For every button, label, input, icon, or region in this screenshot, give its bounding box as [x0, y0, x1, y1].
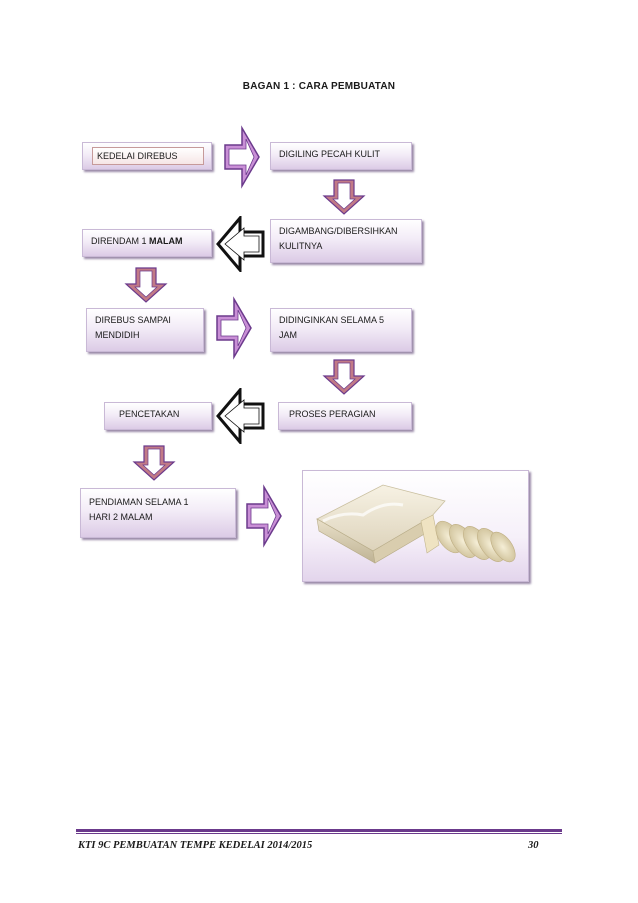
- step-pencetakan: PENCETAKAN: [104, 402, 212, 430]
- step-proses-peragian-label: PROSES PERAGIAN: [289, 409, 376, 419]
- arrow-down-icon: [322, 179, 366, 215]
- step-digambang: DIGAMBANG/DIBERSIHKAN KULITNYA: [270, 219, 422, 263]
- arrow-right-icon: [224, 125, 260, 189]
- step-kedelai-direbus: KEDELAI DIREBUS: [82, 142, 212, 170]
- step-didinginkan-line1: DIDINGINKAN SELAMA 5: [279, 315, 385, 325]
- step-pendiaman-line2: HARI 2 MALAM: [89, 512, 153, 522]
- arrow-right-icon: [246, 484, 282, 548]
- footer-document-title: KTI 9C PEMBUATAN TEMPE KEDELAI 2014/2015: [78, 840, 313, 851]
- step-direndam-label: DIRENDAM 1: [91, 236, 150, 246]
- arrow-down-icon: [322, 359, 366, 395]
- step-didinginkan-line2: JAM: [279, 330, 297, 340]
- arrow-left-icon: [216, 216, 265, 272]
- arrow-left-icon: [216, 388, 265, 444]
- footer-rule-thin: [76, 833, 562, 834]
- arrow-down-icon: [124, 267, 168, 303]
- arrow-right-icon: [216, 296, 252, 360]
- tempe-image: [316, 484, 516, 564]
- arrow-down-icon: [132, 445, 176, 481]
- step-proses-peragian: PROSES PERAGIAN: [278, 402, 412, 430]
- step-direbus-line1: DIREBUS SAMPAI: [95, 315, 171, 325]
- diagram-title: BAGAN 1 : CARA PEMBUATAN: [242, 81, 396, 92]
- step-direndam: DIRENDAM 1 MALAM: [82, 229, 212, 257]
- step-digambang-line1: DIGAMBANG/DIBERSIHKAN: [279, 226, 398, 236]
- step-direbus-line2: MENDIDIH: [95, 330, 140, 340]
- step-pendiaman: PENDIAMAN SELAMA 1 HARI 2 MALAM: [80, 488, 236, 538]
- step-direbus-sampai-mendidih: DIREBUS SAMPAI MENDIDIH: [86, 308, 204, 352]
- page-number: 30: [528, 840, 539, 851]
- step-pendiaman-line1: PENDIAMAN SELAMA 1: [89, 497, 189, 507]
- footer-rule-thick: [76, 829, 562, 832]
- step-didinginkan: DIDINGINKAN SELAMA 5 JAM: [270, 308, 412, 352]
- step-digambang-line2: KULITNYA: [279, 241, 323, 251]
- step-digiling-pecah-kulit: DIGILING PECAH KULIT: [270, 142, 412, 170]
- step-digiling-pecah-kulit-label: DIGILING PECAH KULIT: [279, 149, 381, 159]
- step-pencetakan-label: PENCETAKAN: [119, 409, 180, 419]
- tempe-photo-frame: [302, 470, 529, 582]
- step-kedelai-direbus-label: KEDELAI DIREBUS: [92, 147, 204, 165]
- step-direndam-bold: MALAM: [149, 236, 183, 246]
